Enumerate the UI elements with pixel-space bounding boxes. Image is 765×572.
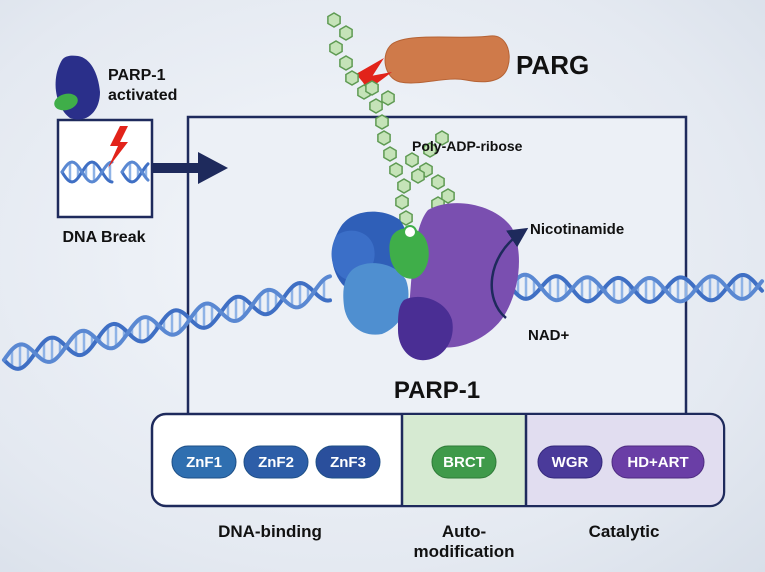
domain-pill-brct: BRCT <box>431 445 497 479</box>
adp-ribose-unit-icon <box>365 80 379 96</box>
adp-ribose-unit-icon <box>405 152 419 168</box>
brct-label: BRCT <box>443 454 485 471</box>
auto-modification-label-line1: Auto- <box>442 522 486 541</box>
adp-ribose-unit-icon <box>339 25 353 41</box>
wgr-label: WGR <box>552 454 589 471</box>
dna-helix <box>2 272 764 371</box>
dna-break-inset <box>56 118 154 219</box>
adp-ribose-unit-icon <box>339 55 353 71</box>
nicotinamide-label: Nicotinamide <box>530 221 624 238</box>
znf1-label: ZnF1 <box>186 454 222 471</box>
adp-ribose-unit-icon <box>327 12 341 28</box>
domain-pill-hdart: HD+ART <box>611 445 705 479</box>
parp-activated-label-line2: activated <box>108 87 177 104</box>
brct-domain-icon <box>389 228 429 279</box>
domain-pill-wgr: WGR <box>537 445 603 479</box>
dna-binding-label: DNA-binding <box>218 522 322 541</box>
parg-enzyme-icon <box>384 35 510 84</box>
adp-ribose-unit-icon <box>435 130 449 146</box>
break-lightning-icon <box>108 126 128 168</box>
parp1-protein-complex <box>331 203 519 361</box>
poly-adp-ribose-label: Poly-ADP-ribose <box>412 138 523 154</box>
catalytic-label: Catalytic <box>589 522 660 541</box>
adp-ribose-unit-icon <box>423 142 437 158</box>
adp-ribose-unit-icon <box>329 40 343 56</box>
parg-cleavage-icon <box>356 58 392 90</box>
znf2-label: ZnF2 <box>258 454 294 471</box>
dna-break-label: DNA Break <box>63 229 146 246</box>
adp-ribose-unit-icon <box>369 98 383 114</box>
domain-pill-znf1: ZnF1 <box>171 445 237 479</box>
adp-ribose-unit-icon <box>381 90 395 106</box>
znf3-label: ZnF3 <box>330 454 366 471</box>
adp-ribose-unit-icon <box>377 130 391 146</box>
adp-ribose-unit-icon <box>441 188 455 204</box>
adp-ribose-unit-icon <box>395 194 409 210</box>
adp-ribose-unit-icon <box>389 162 403 178</box>
domain-pill-znf3: ZnF3 <box>315 445 381 479</box>
transition-arrow-icon <box>153 152 228 184</box>
adp-ribose-unit-icon <box>431 174 445 190</box>
adp-ribose-unit-icon <box>383 146 397 162</box>
auto-modification-label-line2: modification <box>413 542 514 561</box>
nad-reaction-arrow-icon <box>490 227 529 319</box>
hdart-label: HD+ART <box>627 454 688 471</box>
parg-label: PARG <box>516 50 589 80</box>
adp-ribose-unit-icon <box>345 70 359 86</box>
parp-activated-icon <box>54 55 100 120</box>
parp1-title: PARP-1 <box>394 377 480 404</box>
adp-ribose-unit-icon <box>397 178 411 194</box>
adp-ribose-unit-icon <box>375 114 389 130</box>
nad-label: NAD+ <box>528 327 569 344</box>
parp-activated-label-line1: PARP-1 <box>108 67 166 84</box>
adp-ribose-unit-icon <box>399 210 413 226</box>
adp-ribose-unit-icon <box>411 168 425 184</box>
domain-pill-znf2: ZnF2 <box>243 445 309 479</box>
